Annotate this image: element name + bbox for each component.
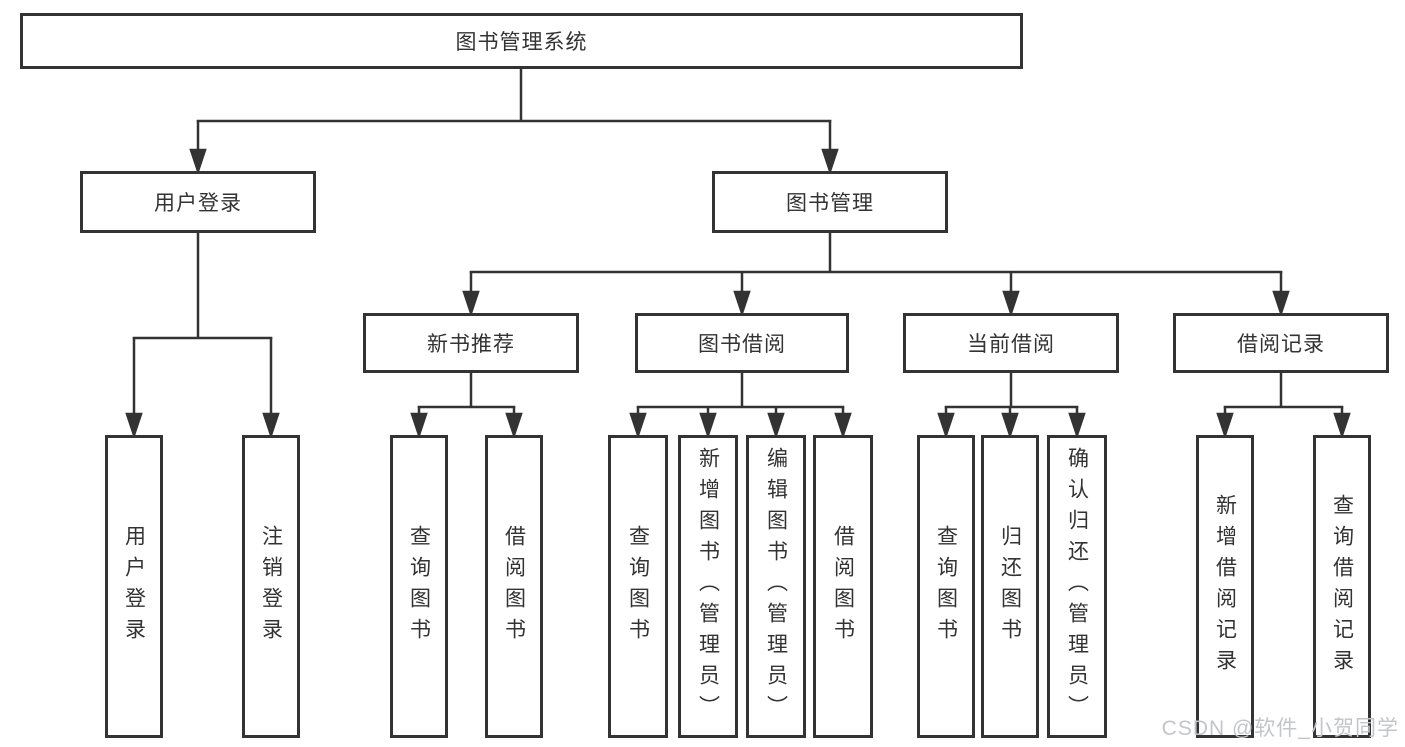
- csdn-watermark: CSDN @软件_小贺同学: [1161, 717, 1399, 740]
- node-borrow-records: 借阅记录: [1173, 313, 1389, 373]
- leaf-edit-books-admin: 编辑图书（管理员）: [746, 435, 806, 738]
- connector-borrowrecords-branch: [1216, 373, 1351, 439]
- leaf-current-query-books: 查询图书: [917, 435, 975, 738]
- leaf-add-books-admin-label: 新增图书（管理员）: [696, 447, 720, 726]
- connector-bookborrow-branch: [629, 373, 852, 439]
- node-book-management-label: 图书管理: [786, 192, 874, 215]
- leaf-add-books-admin: 新增图书（管理员）: [678, 435, 738, 738]
- connector-bookmgmt-to-level3: [462, 233, 1290, 317]
- leaf-confirm-return-admin: 确认归还（管理员）: [1047, 435, 1107, 738]
- leaf-newbook-borrow-books-label: 借阅图书: [502, 524, 526, 649]
- node-new-book-recommend-label: 新书推荐: [427, 333, 515, 356]
- leaf-newbook-borrow-books: 借阅图书: [485, 435, 543, 738]
- connector-newbook-branch: [410, 373, 523, 439]
- leaf-logout: 注销登录: [242, 435, 300, 738]
- node-user-login-label: 用户登录: [154, 192, 242, 215]
- leaf-edit-books-admin-label: 编辑图书（管理员）: [764, 447, 788, 726]
- node-root-label: 图书管理系统: [455, 31, 588, 54]
- node-root-system: 图书管理系统: [20, 13, 1023, 69]
- leaf-borrow-query-books-label: 查询图书: [626, 524, 650, 649]
- node-current-borrow-label: 当前借阅: [967, 333, 1055, 356]
- leaf-borrow-books-label: 借阅图书: [831, 524, 855, 649]
- leaf-user-login-label: 用户登录: [122, 524, 146, 649]
- leaf-add-borrow-record: 新增借阅记录: [1196, 435, 1254, 738]
- connector-root-to-level2: [189, 69, 839, 175]
- leaf-logout-label: 注销登录: [259, 524, 283, 649]
- leaf-newbook-query-books-label: 查询图书: [407, 524, 431, 649]
- node-book-borrow: 图书借阅: [635, 313, 849, 373]
- node-borrow-records-label: 借阅记录: [1237, 333, 1325, 356]
- leaf-borrow-books: 借阅图书: [813, 435, 873, 738]
- node-new-book-recommend: 新书推荐: [363, 313, 579, 373]
- leaf-return-books-label: 归还图书: [998, 524, 1022, 649]
- node-current-borrow: 当前借阅: [903, 313, 1119, 373]
- connector-currentborrow-branch: [937, 373, 1086, 439]
- leaf-current-query-books-label: 查询图书: [934, 524, 958, 649]
- leaf-user-login: 用户登录: [105, 435, 163, 738]
- leaf-confirm-return-admin-label: 确认归还（管理员）: [1065, 447, 1089, 726]
- node-book-management: 图书管理: [712, 171, 948, 233]
- connector-userlogin-branch: [125, 233, 280, 439]
- node-user-login: 用户登录: [80, 171, 316, 233]
- leaf-return-books: 归还图书: [981, 435, 1039, 738]
- leaf-query-borrow-record: 查询借阅记录: [1313, 435, 1371, 738]
- leaf-query-borrow-record-label: 查询借阅记录: [1330, 493, 1354, 680]
- leaf-newbook-query-books: 查询图书: [390, 435, 448, 738]
- node-book-borrow-label: 图书借阅: [698, 333, 786, 356]
- leaf-add-borrow-record-label: 新增借阅记录: [1213, 493, 1237, 680]
- leaf-borrow-query-books: 查询图书: [608, 435, 668, 738]
